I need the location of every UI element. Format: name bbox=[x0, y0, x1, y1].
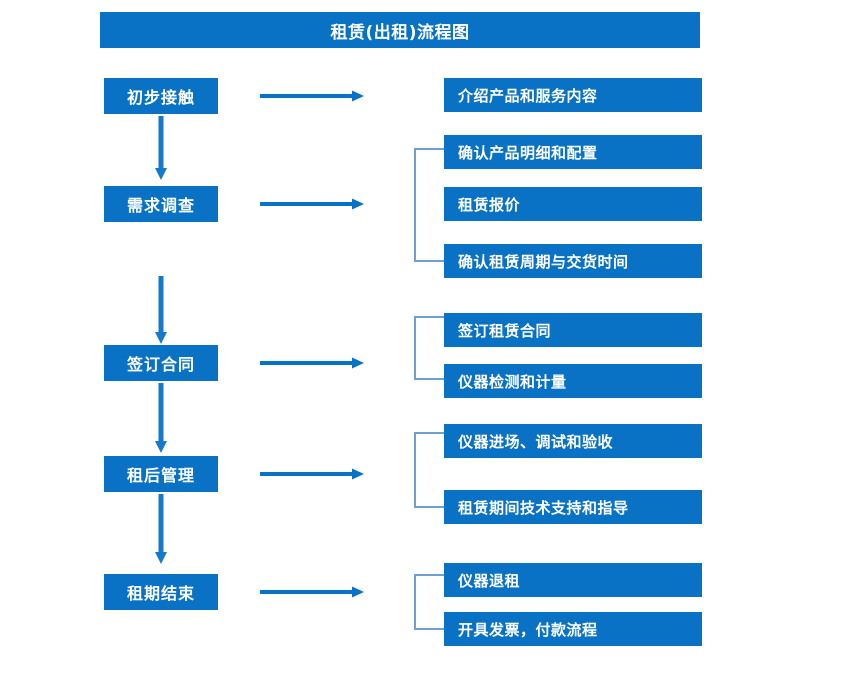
arrow-down-icon-3 bbox=[154, 383, 168, 453]
detail-box-3-1[interactable]: 签订租赁合同 bbox=[444, 313, 702, 347]
bracket-left-icon-5 bbox=[414, 574, 444, 630]
detail-box-2-1[interactable]: 确认产品明细和配置 bbox=[444, 135, 702, 169]
stage-box-2[interactable]: 需求调查 bbox=[104, 186, 218, 222]
stage-box-3[interactable]: 签订合同 bbox=[104, 345, 218, 381]
bracket-left-icon-3 bbox=[414, 316, 444, 380]
detail-box-4-1[interactable]: 仪器进场、调试和验收 bbox=[444, 424, 702, 458]
arrow-right-icon-2 bbox=[260, 197, 364, 211]
diagram-title: 租赁(出租)流程图 bbox=[100, 12, 700, 48]
arrow-down-icon-1 bbox=[154, 116, 168, 180]
detail-box-2-3[interactable]: 确认租赁周期与交货时间 bbox=[444, 244, 702, 278]
stage-box-1[interactable]: 初步接触 bbox=[104, 78, 218, 114]
detail-box-5-1[interactable]: 仪器退租 bbox=[444, 563, 702, 597]
detail-box-2-2[interactable]: 租赁报价 bbox=[444, 187, 702, 221]
detail-box-3-2[interactable]: 仪器检测和计量 bbox=[444, 364, 702, 398]
stage-box-5[interactable]: 租期结束 bbox=[104, 574, 218, 610]
arrow-right-icon-5 bbox=[260, 585, 364, 599]
detail-box-5-2[interactable]: 开具发票，付款流程 bbox=[444, 612, 702, 646]
detail-box-4-2[interactable]: 租赁期间技术支持和指导 bbox=[444, 490, 702, 524]
bracket-left-icon-4 bbox=[414, 432, 444, 508]
arrow-right-icon-4 bbox=[260, 467, 364, 481]
stage-box-4[interactable]: 租后管理 bbox=[104, 456, 218, 492]
arrow-right-icon-3 bbox=[260, 356, 364, 370]
bracket-left-icon-2 bbox=[414, 148, 444, 262]
arrow-right-icon-1 bbox=[260, 89, 364, 103]
arrow-down-icon-2 bbox=[154, 276, 168, 344]
detail-box-1-1[interactable]: 介绍产品和服务内容 bbox=[444, 78, 702, 112]
arrow-down-icon-4 bbox=[154, 494, 168, 564]
